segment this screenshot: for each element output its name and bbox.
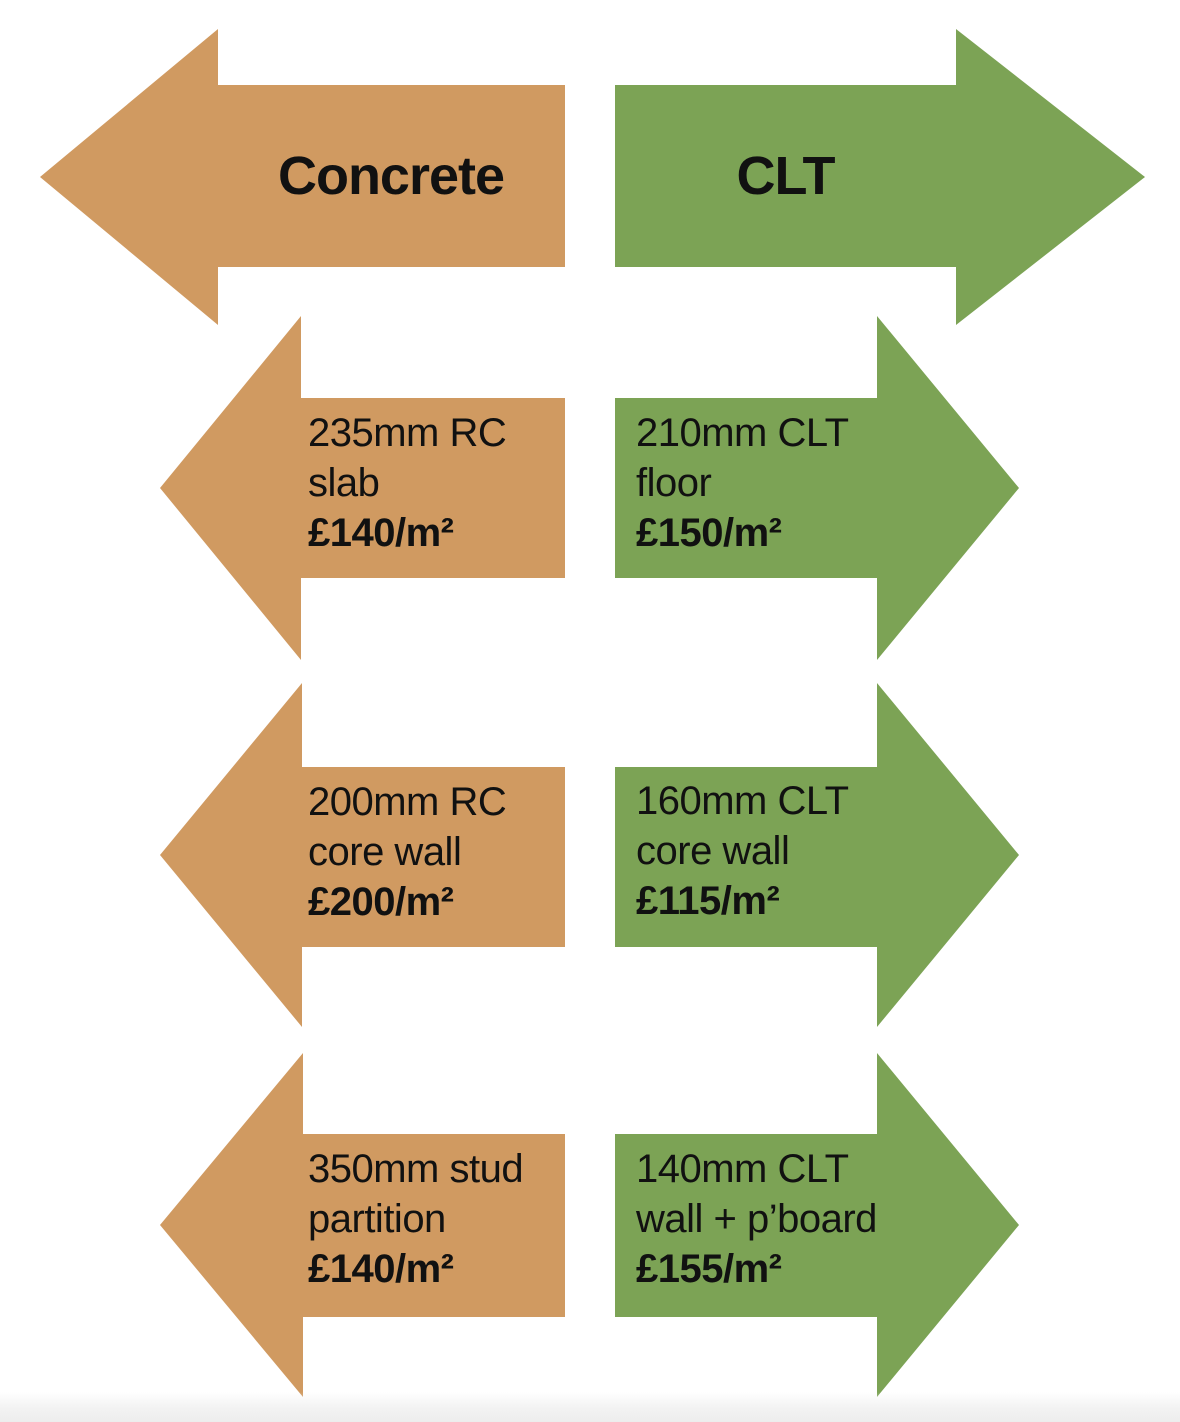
row-3-concrete-arrow	[160, 1053, 565, 1397]
row-1-concrete-label: 235mm RC slab £140/m²	[308, 408, 507, 558]
element-line: floor	[636, 461, 712, 505]
element-line: core wall	[308, 830, 462, 874]
price-line: £140/m²	[308, 511, 454, 555]
row-3-concrete-label: 350mm stud partition £140/m²	[308, 1144, 524, 1294]
row-2-clt-label: 160mm CLT core wall £115/m²	[636, 776, 849, 926]
spec-line: 200mm RC	[308, 780, 507, 824]
row-3-clt-label: 140mm CLT wall + p’board £155/m²	[636, 1144, 877, 1294]
element-line: partition	[308, 1197, 446, 1241]
price-line: £200/m²	[308, 880, 454, 924]
price-line: £115/m²	[636, 879, 780, 923]
row-2-concrete-arrow	[160, 683, 565, 1027]
price-line: £155/m²	[636, 1247, 782, 1291]
clt-header-label: CLT	[736, 146, 836, 206]
concrete-header-arrow	[40, 29, 565, 325]
spec-line: 160mm CLT	[636, 779, 849, 823]
spec-line: 210mm CLT	[636, 411, 849, 455]
row-2-clt-arrow	[615, 683, 1019, 1027]
clt-header-arrow	[615, 29, 1145, 325]
row-2-concrete-label: 200mm RC core wall £200/m²	[308, 777, 507, 927]
row-1-clt-arrow	[615, 316, 1019, 660]
spec-line: 350mm stud	[308, 1147, 524, 1191]
element-line: core wall	[636, 829, 790, 873]
price-line: £150/m²	[636, 511, 782, 555]
row-1-clt-label: 210mm CLT floor £150/m²	[636, 408, 849, 558]
element-line: slab	[308, 461, 380, 505]
spec-line: 235mm RC	[308, 411, 507, 455]
row-1-concrete-arrow	[160, 316, 565, 660]
concrete-header-label: Concrete	[277, 146, 505, 206]
row-3-clt-arrow	[615, 1053, 1019, 1397]
bottom-fade-gradient	[0, 1392, 1180, 1422]
spec-line: 140mm CLT	[636, 1147, 849, 1191]
price-line: £140/m²	[308, 1247, 454, 1291]
element-line: wall + p’board	[636, 1197, 877, 1241]
